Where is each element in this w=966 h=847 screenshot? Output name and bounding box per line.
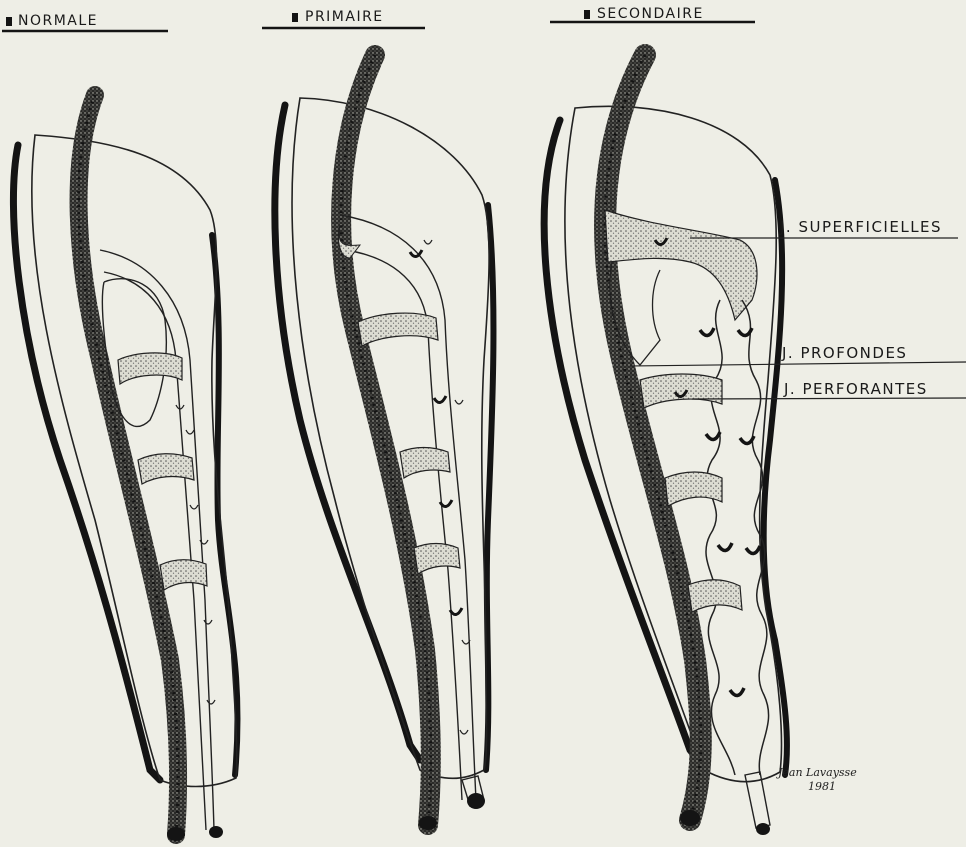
deep-vein-end [419, 816, 437, 830]
perforator-vein [160, 560, 207, 590]
deep-vein-end [167, 827, 185, 841]
perforator-vein [414, 544, 460, 575]
deep-vein [605, 55, 701, 820]
header-bullet [584, 10, 590, 19]
valve-cusp [738, 328, 752, 336]
leader-line-profondes [630, 362, 966, 366]
label-profondes: J. PROFONDES [781, 344, 907, 362]
artist-signature: Jean Lavaysse 1981 [776, 766, 857, 793]
saphenous-junction [605, 210, 757, 320]
leg-primaire [275, 55, 494, 830]
header-secondaire-text: SECONDAIRE [597, 6, 704, 22]
valve-cusp [706, 432, 720, 440]
valve-cusp [746, 546, 760, 554]
valve-cusp [434, 396, 446, 403]
signature-name: Jean Lavaysse [776, 766, 857, 779]
header-primaire: PRIMAIRE [262, 9, 425, 28]
leg-normale [13, 95, 237, 841]
perforator-vein [118, 353, 182, 384]
superficial-vein-end [209, 826, 223, 838]
header-bullet [292, 13, 298, 22]
leader-line-perforantes [692, 398, 966, 399]
valve-cusp [740, 436, 754, 444]
leg-secondaire [544, 55, 787, 835]
header-bullet [6, 17, 12, 26]
header-primaire-text: PRIMAIRE [305, 9, 384, 25]
valve-cusp [655, 238, 687, 397]
superficial-vein-outer [100, 250, 214, 830]
perforator-vein [640, 374, 722, 408]
header-secondaire: SECONDAIRE [550, 6, 755, 22]
valve-cusp [718, 543, 732, 551]
deep-vein-end [680, 810, 700, 826]
valve-cusp [730, 688, 744, 696]
perforator-vein [400, 448, 450, 479]
label-perforantes: J. PERFORANTES [783, 380, 928, 398]
header-normale: NORMALE [2, 13, 168, 31]
leg-outline-front [486, 205, 493, 770]
signature-year: 1981 [808, 780, 836, 793]
valve-cusp [450, 608, 462, 615]
superficial-vein-end [756, 823, 770, 835]
varicose-vein-inner [706, 300, 735, 775]
superficial-vein-end [467, 793, 485, 809]
header-normale-text: NORMALE [18, 13, 98, 29]
perforator-vein [358, 313, 438, 346]
label-superficielles: J. SUPERFICIELLES [779, 218, 942, 236]
valve-cusp [700, 328, 714, 336]
deep-vein [341, 55, 431, 825]
